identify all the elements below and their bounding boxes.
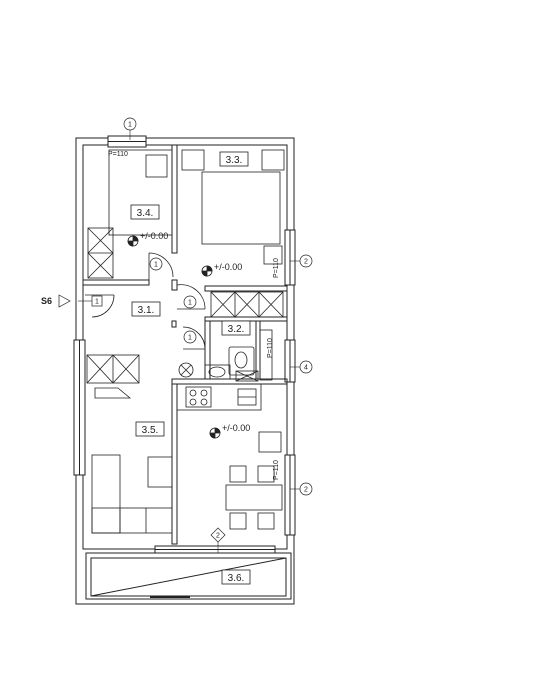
elevation-text-3-5: +/-0.00 [222,423,250,433]
furniture [86,149,285,534]
elevation-marker-3-4 [127,235,139,247]
bed-3-4 [108,149,173,236]
elevation-marker-3-3 [201,265,213,277]
sofa [91,454,173,534]
window-tag-right-upper [299,254,313,268]
bed-3-3 [201,171,281,245]
window-tag-right-lower [299,482,313,496]
entrance-tag-text: 1 [95,299,99,306]
interior-walls [82,144,288,545]
tag-circles [58,117,313,543]
door-tag-3-2 [183,330,197,344]
elevation-marker-3-5 [209,427,221,439]
window-tag-right-lower-text: 2 [304,487,308,494]
section-arrow-icon [58,294,71,308]
room-label-3-4: 3.4. [137,208,154,219]
windows [73,135,296,598]
bathroom-fixtures [178,346,259,382]
elevation-markers [127,235,221,439]
room-label-3-5: 3.5. [142,425,159,436]
kitchen-counter [176,383,262,411]
entrance-tag-box [91,295,103,307]
window-tag-top-text: 1 [128,122,132,129]
room-labels: 3.4. 3.3. 3.1. 3.2. 3.5. 3.6. [130,151,251,585]
door-tag-3-4-text: 1 [154,262,158,269]
room-label-3-3: 3.3. [226,155,243,166]
sill-note-3-2: P=110 [267,338,274,358]
room-label-3-6: 3.6. [228,573,245,584]
window-tag-top [123,117,137,131]
tag-texts: 1 2 4 2 1 1 1 2 1 S6 [41,122,308,540]
door-tag-balcony-text: 2 [216,533,220,540]
tag-leaders [78,130,300,553]
elevation-text-3-4: +/-0.00 [140,231,168,241]
dining-table [225,431,283,530]
wardrobe-3-5 [86,354,140,399]
window-tag-right-mid [299,360,313,374]
window-tag-right-mid-text: 4 [304,365,308,372]
door-tag-3-3 [183,295,197,309]
sill-notes: P=110 P=110 P=110 P=110 [108,151,280,480]
wardrobe-3-3 [210,291,284,318]
sill-note-3-4: P=110 [108,151,128,158]
door-swings [85,252,206,350]
door-tag-3-2-text: 1 [188,335,192,342]
elevation-text-3-3: +/-0.00 [214,262,242,272]
door-tag-3-3-text: 1 [188,300,192,307]
sill-note-3-3: P=110 [273,258,280,278]
sill-note-3-5: P=110 [273,460,280,480]
room-label-3-2: 3.2. [228,324,245,335]
window-tag-right-upper-text: 2 [304,259,308,266]
wardrobe-3-4 [87,227,114,279]
section-marker-label: S6 [41,296,52,306]
elevation-texts: +/-0.00 +/-0.00 +/-0.00 [140,231,250,433]
door-tag-3-4 [149,257,163,271]
door-tag-balcony [210,527,226,543]
room-label-3-1: 3.1. [138,305,155,316]
